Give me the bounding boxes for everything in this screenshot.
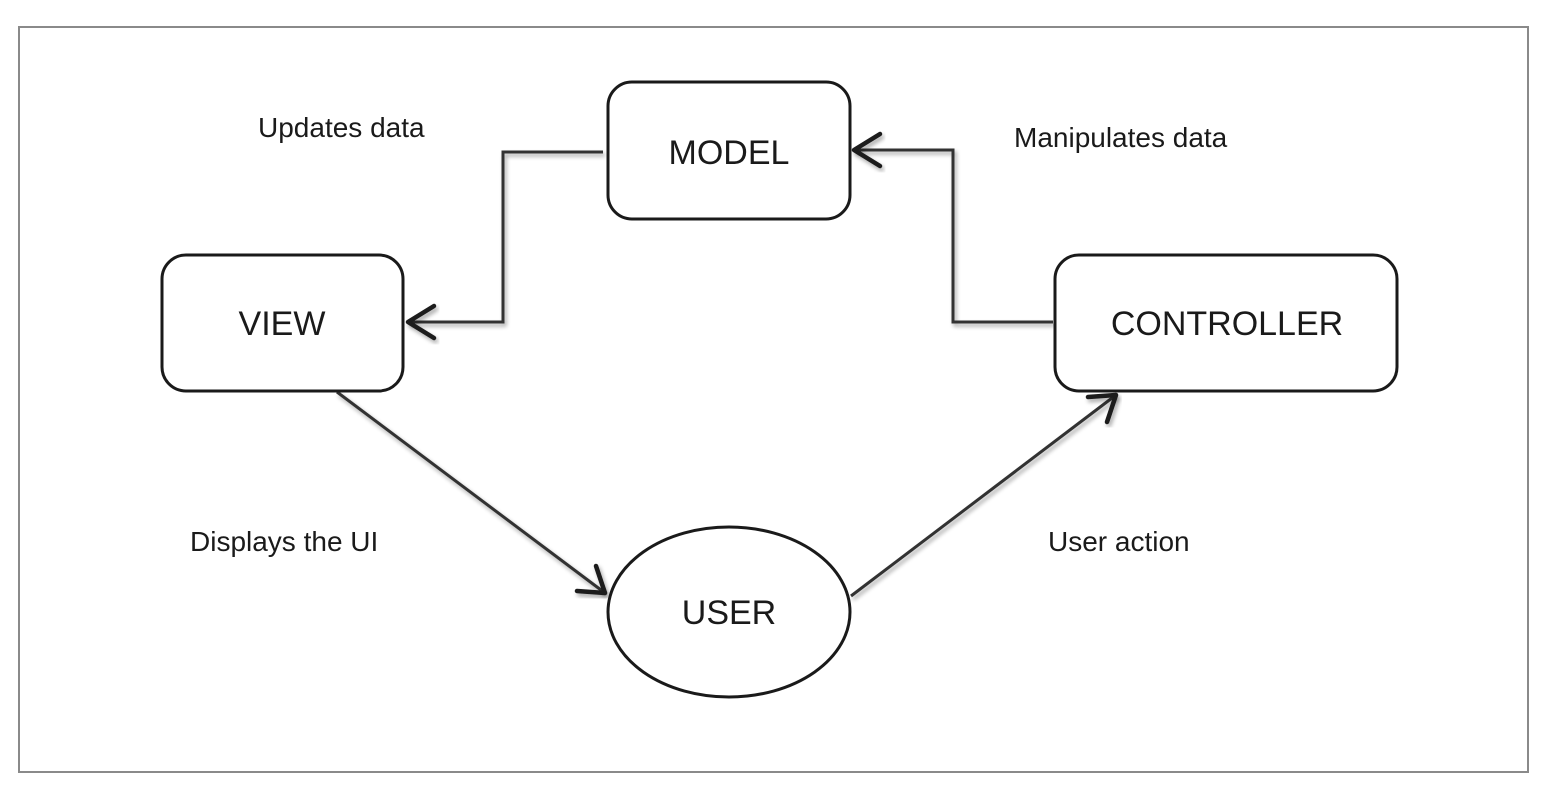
node-controller-label: CONTROLLER bbox=[1111, 305, 1343, 343]
edge-view-to-user bbox=[336, 390, 608, 596]
node-model-box bbox=[606, 80, 852, 221]
node-model-label: MODEL bbox=[669, 134, 790, 172]
node-user-label: USER bbox=[682, 594, 776, 632]
edge-controller-to-model-line bbox=[855, 148, 1053, 324]
edge-user-to-controller-line bbox=[850, 393, 1117, 598]
node-user: USER bbox=[606, 525, 852, 699]
edge-view-to-user-line bbox=[336, 390, 606, 595]
label-manipulates-data: Manipulates data bbox=[1014, 122, 1228, 153]
label-displays-the-ui: Displays the UI bbox=[190, 526, 378, 557]
node-controller: CONTROLLER bbox=[1053, 253, 1399, 393]
node-view-label: VIEW bbox=[239, 305, 326, 343]
node-view: VIEW bbox=[160, 253, 405, 393]
edge-view-to-user-arrowhead bbox=[574, 563, 608, 596]
edge-user-to-controller-arrowhead bbox=[1085, 392, 1119, 425]
edge-model-to-view-arrowhead bbox=[405, 303, 437, 341]
edge-controller-to-model-arrowhead bbox=[851, 131, 883, 169]
node-user-ellipse bbox=[606, 525, 852, 699]
edge-user-to-controller bbox=[850, 392, 1119, 598]
edge-controller-to-model bbox=[851, 131, 1053, 324]
label-updates-data: Updates data bbox=[258, 112, 425, 143]
node-model: MODEL bbox=[606, 80, 852, 221]
label-user-action: User action bbox=[1048, 526, 1190, 557]
edge-model-to-view bbox=[405, 150, 603, 341]
node-view-box bbox=[160, 253, 405, 393]
edge-model-to-view-line bbox=[410, 150, 603, 324]
node-controller-box bbox=[1053, 253, 1399, 393]
